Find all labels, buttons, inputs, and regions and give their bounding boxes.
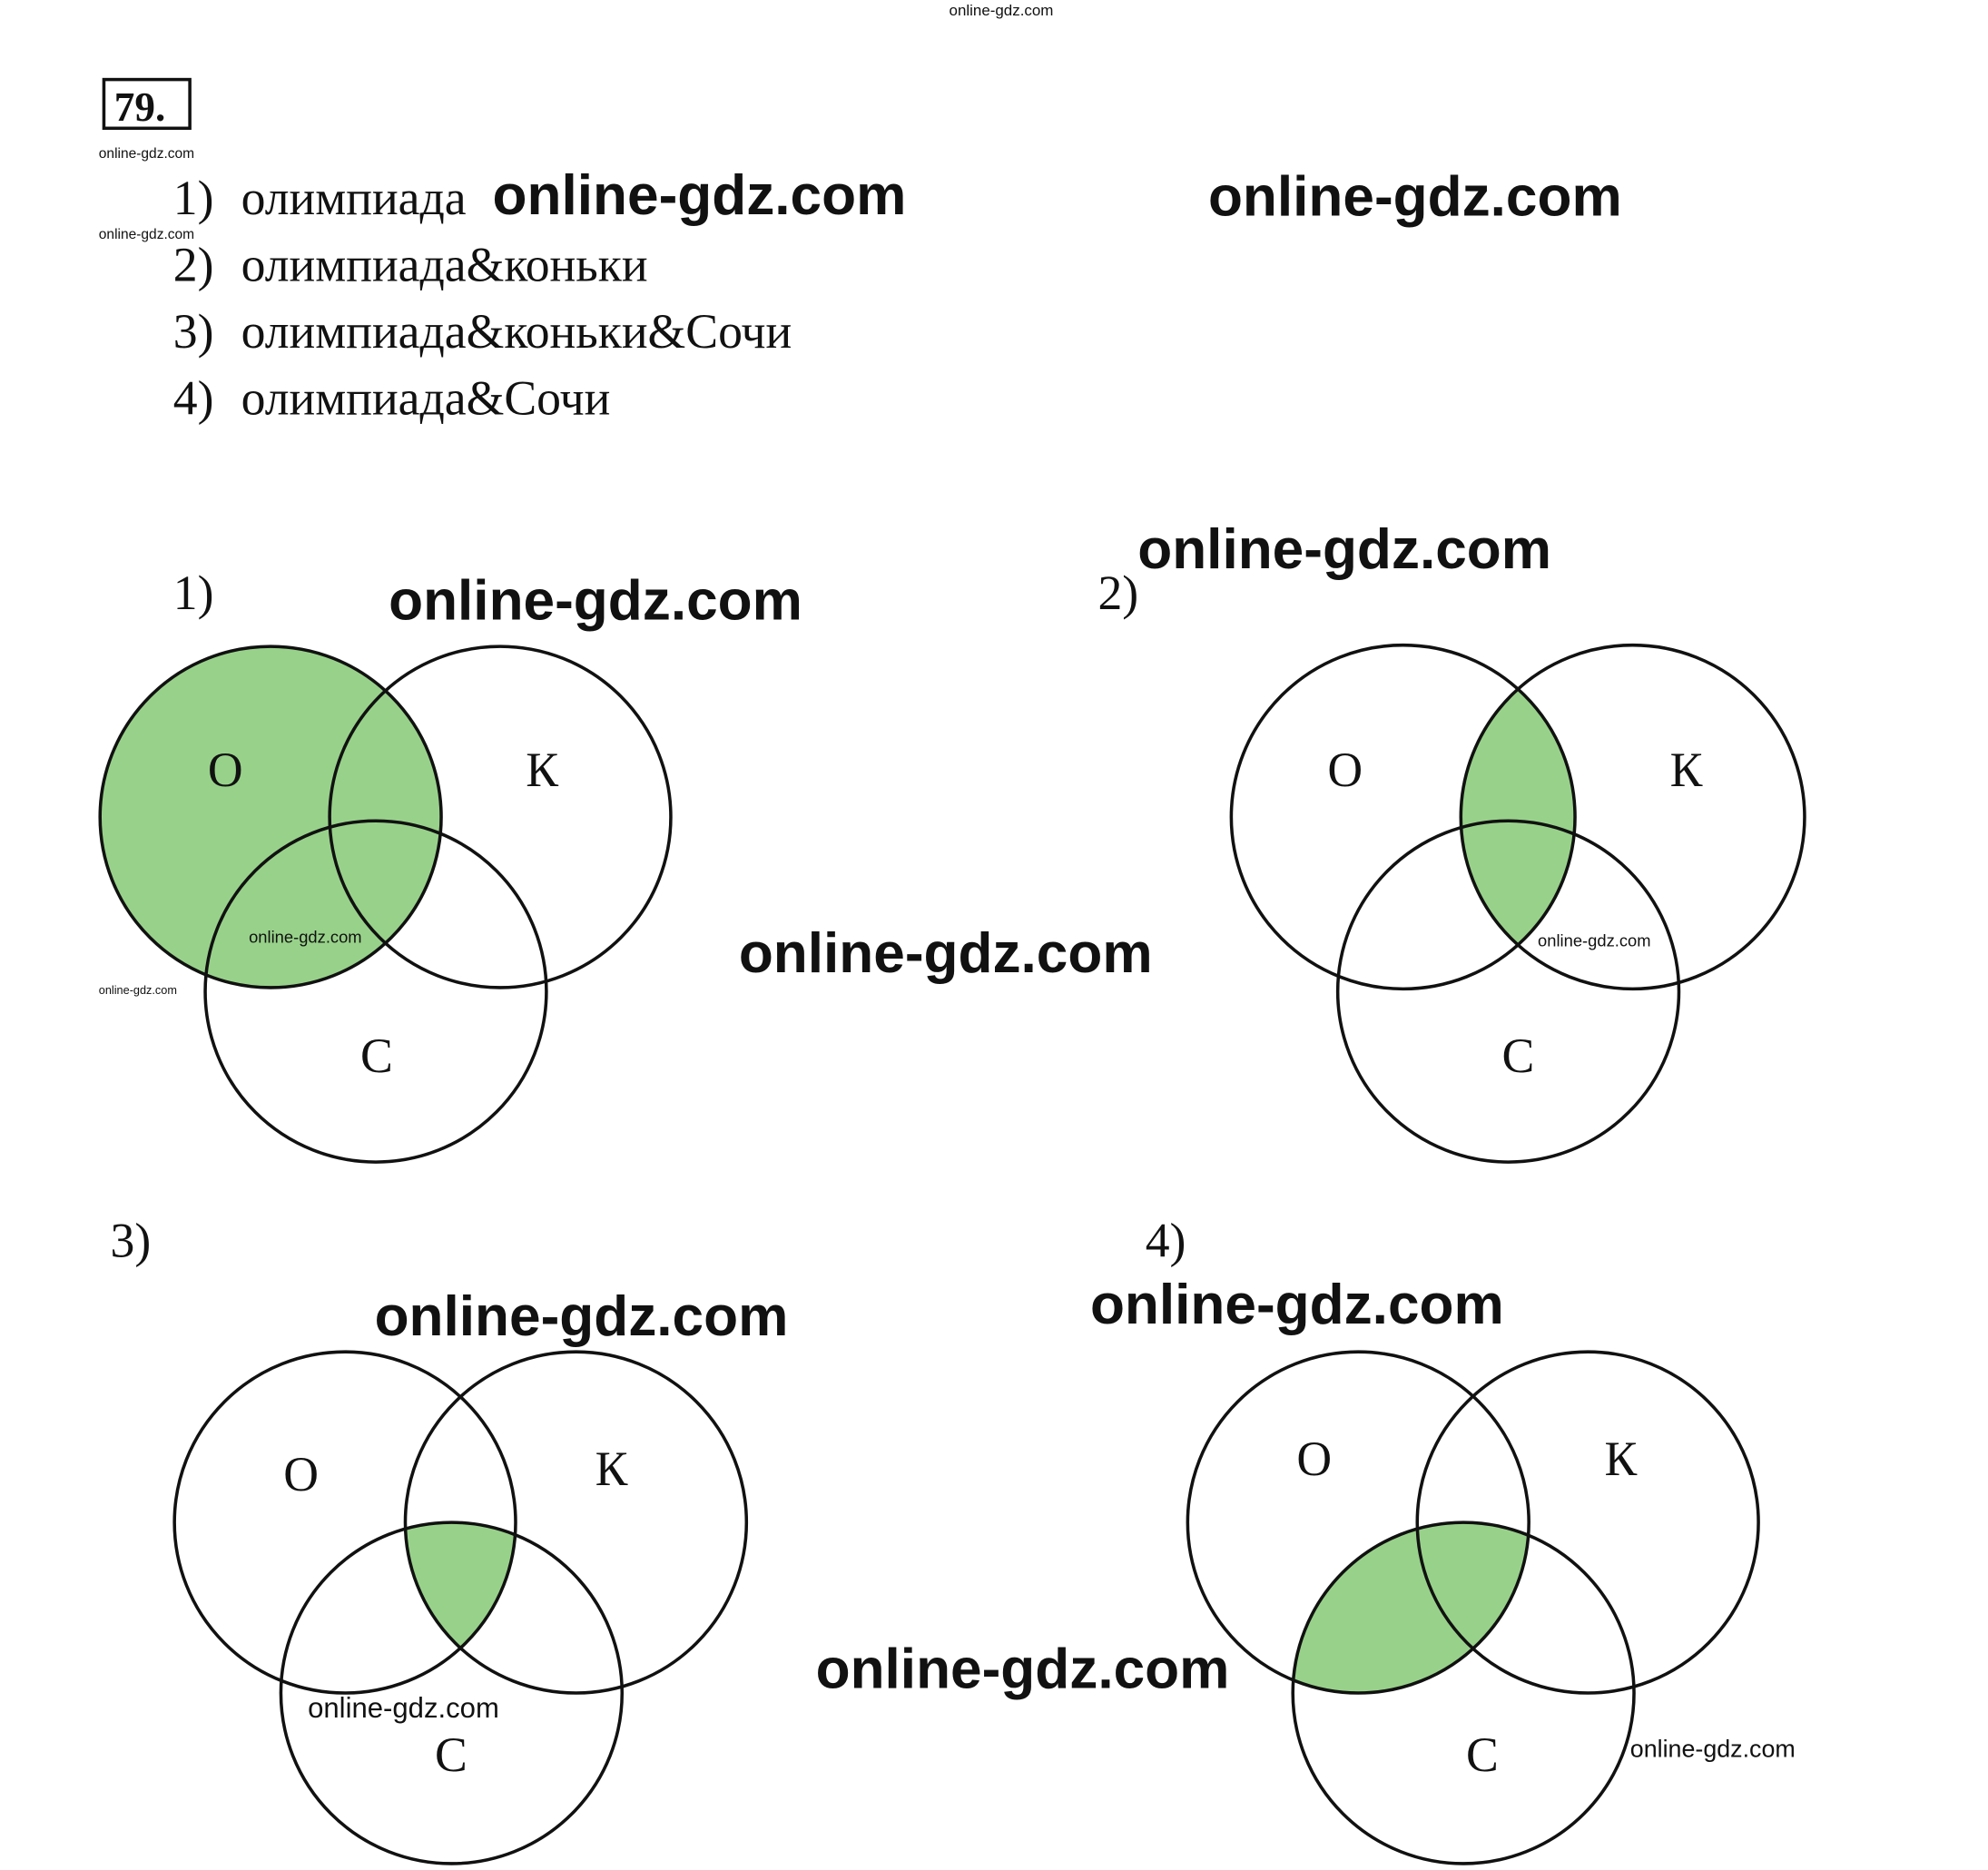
circle-c <box>279 1521 625 1865</box>
diagram-number: 3) <box>111 1214 152 1268</box>
circle-o <box>98 645 443 989</box>
query-text: олимпиада <box>241 171 467 225</box>
query-text: олимпиада&коньки&Сочи <box>241 304 792 359</box>
query-number: 4) <box>173 370 214 425</box>
label-c: С <box>435 1727 467 1782</box>
label-k: К <box>1670 743 1703 797</box>
label-k: К <box>1605 1432 1638 1486</box>
query-list: 1) олимпиада online-gdz.com 2) олимпиада… <box>173 164 907 425</box>
watermark: online-gdz.com <box>375 1285 789 1348</box>
watermark: online-gdz.com <box>493 164 907 227</box>
venn-diagram-2: 2) О К С online-gdz.com <box>1097 566 1806 1164</box>
circle-o <box>1229 643 1577 991</box>
label-k: К <box>595 1442 628 1496</box>
diagram-number: 2) <box>1097 566 1138 620</box>
label-c: С <box>360 1028 393 1083</box>
query-text: олимпиада&коньки <box>241 237 648 291</box>
venn-diagram-3: 3) О К С online-gdz.com <box>111 1214 749 1865</box>
circle-k <box>1415 1350 1760 1695</box>
watermark: online-gdz.com <box>389 569 802 632</box>
circle-o <box>1186 1350 1530 1695</box>
label-o: О <box>283 1447 319 1501</box>
diagram-number: 4) <box>1146 1214 1186 1268</box>
shaded-region <box>1461 645 1576 989</box>
query-number: 2) <box>173 237 214 291</box>
shaded-region <box>100 646 442 988</box>
label-o: О <box>1327 743 1363 797</box>
watermark: online-gdz.com <box>99 983 177 997</box>
watermark: online-gdz.com <box>1538 931 1650 950</box>
query-number: 3) <box>173 304 214 359</box>
circle-o <box>172 1350 517 1695</box>
venn-diagram-1: 1) О К С online-gdz.com online-gdz.com <box>98 566 673 1164</box>
label-c: С <box>1502 1028 1535 1083</box>
circle-c <box>1291 1521 1636 1865</box>
circle-c <box>203 819 548 1164</box>
circle-k <box>403 1350 749 1695</box>
watermark: online-gdz.com <box>308 1692 499 1724</box>
watermark: online-gdz.com <box>249 927 362 946</box>
shaded-region <box>1293 1522 1530 1694</box>
watermark: online-gdz.com <box>816 1638 1230 1700</box>
shaded-region <box>405 1522 516 1694</box>
circle-k <box>1459 643 1806 991</box>
watermark: online-gdz.com <box>1630 1736 1796 1763</box>
task-number: 79. <box>114 84 166 130</box>
diagram-number: 1) <box>173 566 214 620</box>
circle-k <box>328 645 673 989</box>
label-o: О <box>1296 1432 1332 1486</box>
watermark: online-gdz.com <box>99 227 194 242</box>
circle-c <box>1335 819 1681 1164</box>
query-number: 1) <box>173 171 214 225</box>
label-k: К <box>526 743 558 797</box>
label-o: О <box>208 743 243 797</box>
task-number-box <box>102 77 192 131</box>
header-watermark: online-gdz.com <box>950 2 1054 19</box>
query-text: олимпиада&Сочи <box>241 370 611 425</box>
watermark: online-gdz.com <box>1090 1274 1504 1336</box>
watermark: online-gdz.com <box>1208 165 1622 228</box>
watermark: online-gdz.com <box>739 922 1153 985</box>
venn-diagram-4: 4) О К С online-gdz.com <box>1146 1214 1796 1865</box>
label-c: С <box>1466 1727 1499 1782</box>
watermark: online-gdz.com <box>99 146 194 162</box>
watermark: online-gdz.com <box>1137 518 1551 581</box>
